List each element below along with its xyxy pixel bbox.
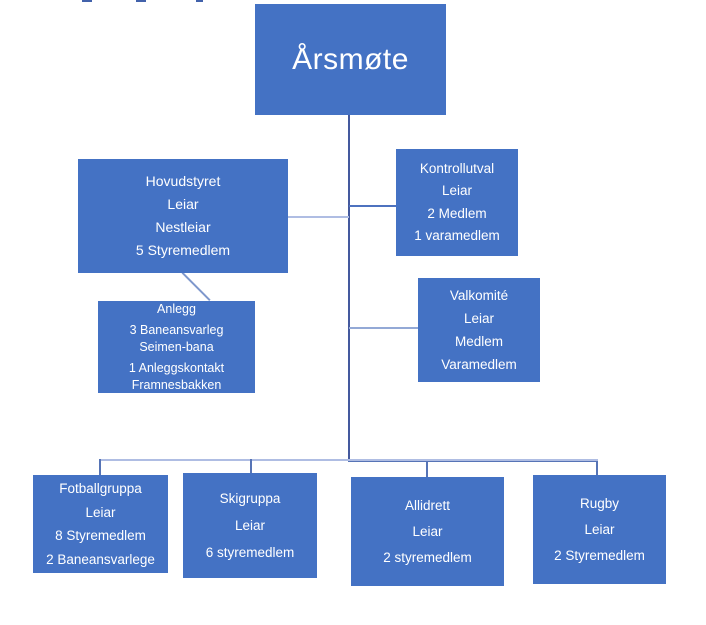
node-line: Valkomité xyxy=(449,288,509,303)
clipped-text-remnant xyxy=(82,0,92,2)
node-rugby[interactable]: Rugby Leiar 2 Styremedlem xyxy=(533,475,666,584)
node-fotballgruppa[interactable]: Fotballgruppa Leiar 8 Styremedlem 2 Bane… xyxy=(33,475,168,573)
node-line: Skigruppa xyxy=(219,491,281,506)
clipped-text-remnant xyxy=(196,0,203,2)
connector-distribution-horizontal xyxy=(99,459,598,461)
node-line: Leiar xyxy=(463,311,495,326)
connector-distribution-shadow xyxy=(348,461,598,462)
node-line: 2 Baneansvarlege xyxy=(46,551,155,567)
node-line: Anlegg xyxy=(157,301,196,316)
connector-stub-skigruppa xyxy=(250,459,252,473)
connector-trunk-vertical xyxy=(348,115,350,461)
node-line: Rugby xyxy=(579,495,620,511)
node-line: Medlem xyxy=(454,334,503,349)
node-line: Leiar xyxy=(412,523,443,539)
node-line: 2 styremedlem xyxy=(383,549,472,565)
node-line: 1 varamedlem xyxy=(414,228,500,243)
node-line: Leiar xyxy=(234,518,266,533)
node-line: Nestleiar xyxy=(155,219,211,235)
node-line: Hovudstyret xyxy=(145,173,221,189)
node-line: 3 Baneansvarleg Seimen-bana xyxy=(129,322,224,354)
node-line: Leiar xyxy=(167,196,199,212)
node-line: Allidrett xyxy=(404,497,450,513)
node-line: Varamedlem xyxy=(441,357,517,372)
connector-stub-rugby xyxy=(596,461,598,475)
connector-stub-allidrett xyxy=(426,461,428,477)
connector-stub-fotballgruppa xyxy=(99,459,101,475)
node-kontrollutval[interactable]: Kontrollutval Leiar 2 Medlem 1 varamedle… xyxy=(396,149,518,256)
node-allidrett[interactable]: Allidrett Leiar 2 styremedlem xyxy=(351,477,504,586)
node-line: Leiar xyxy=(584,521,615,537)
node-line: Fotballgruppa xyxy=(59,481,142,496)
node-skigruppa[interactable]: Skigruppa Leiar 6 styremedlem xyxy=(183,473,317,578)
node-line: 2 Medlem xyxy=(427,205,487,221)
connector-anlegg-diagonal xyxy=(181,272,211,301)
node-label: Årsmøte xyxy=(292,42,409,76)
node-line: Leiar xyxy=(441,183,473,198)
connector-kontrollutval xyxy=(349,205,396,207)
connector-valkomite xyxy=(349,327,418,329)
clipped-text-remnant xyxy=(136,0,146,2)
connector-hovudstyret xyxy=(288,216,349,218)
node-line: 2 Styremedlem xyxy=(554,547,645,563)
node-line: Kontrollutval xyxy=(419,160,495,176)
node-arsmote[interactable]: Årsmøte xyxy=(255,4,446,115)
node-valkomite[interactable]: Valkomité Leiar Medlem Varamedlem xyxy=(418,278,540,382)
node-line: Leiar xyxy=(85,504,116,520)
node-hovudstyret[interactable]: Hovudstyret Leiar Nestleiar 5 Styremedle… xyxy=(78,159,288,273)
node-anlegg[interactable]: Anlegg 3 Baneansvarleg Seimen-bana 1 Anl… xyxy=(98,301,255,393)
node-line: 6 styremedlem xyxy=(205,545,295,560)
node-line: 5 Styremedlem xyxy=(135,242,231,258)
node-line: 1 Anleggskontakt Framnesbakken xyxy=(128,360,225,392)
node-line: 8 Styremedlem xyxy=(55,528,146,543)
